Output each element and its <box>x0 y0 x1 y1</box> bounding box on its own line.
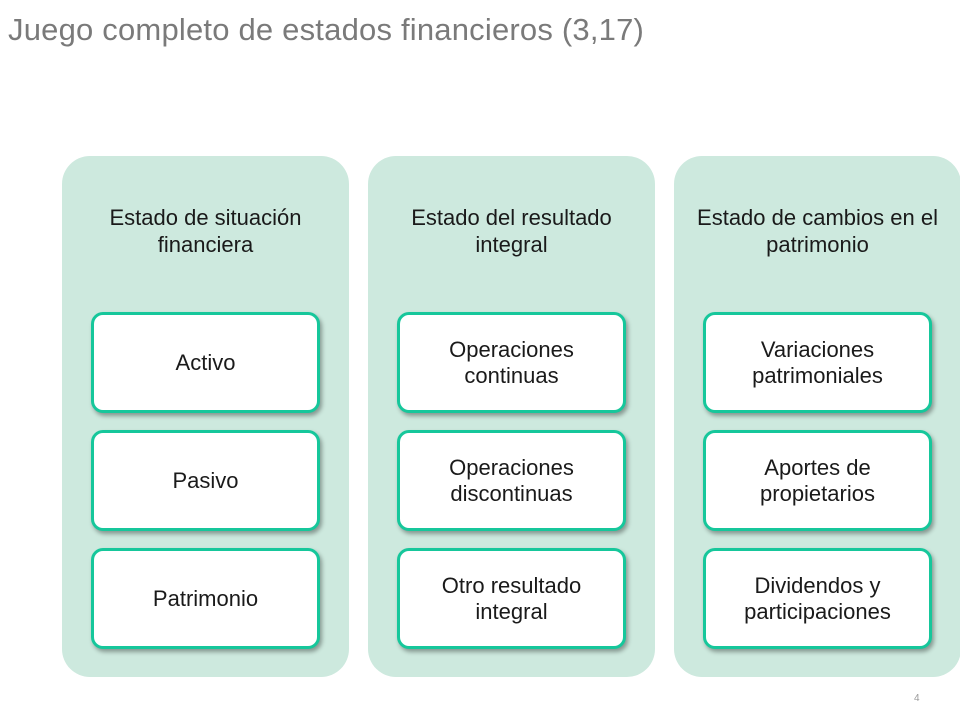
column-title: Estado de situación financiera <box>109 205 302 257</box>
item-box: Aportes de propietarios <box>703 430 932 531</box>
page-number: 4 <box>914 693 920 704</box>
column-estado-situacion-financiera: Estado de situación financiera Activo Pa… <box>62 156 349 677</box>
column-estado-cambios-patrimonio: Estado de cambios en el patrimonio Varia… <box>674 156 960 677</box>
column-title: Estado de cambios en el patrimonio <box>697 205 938 257</box>
item-box: Operaciones continuas <box>397 312 626 413</box>
column-title: Estado del resultado integral <box>411 205 612 257</box>
item-box: Dividendos y participaciones <box>703 548 932 649</box>
item-box: Pasivo <box>91 430 320 531</box>
item-box: Patrimonio <box>91 548 320 649</box>
item-box: Operaciones discontinuas <box>397 430 626 531</box>
item-box: Variaciones patrimoniales <box>703 312 932 413</box>
item-box: Otro resultado integral <box>397 548 626 649</box>
page-title: Juego completo de estados financieros (3… <box>8 12 645 47</box>
statements-diagram: Estado de situación financiera Activo Pa… <box>62 156 960 677</box>
item-box: Activo <box>91 312 320 413</box>
column-estado-resultado-integral: Estado del resultado integral Operacione… <box>368 156 655 677</box>
